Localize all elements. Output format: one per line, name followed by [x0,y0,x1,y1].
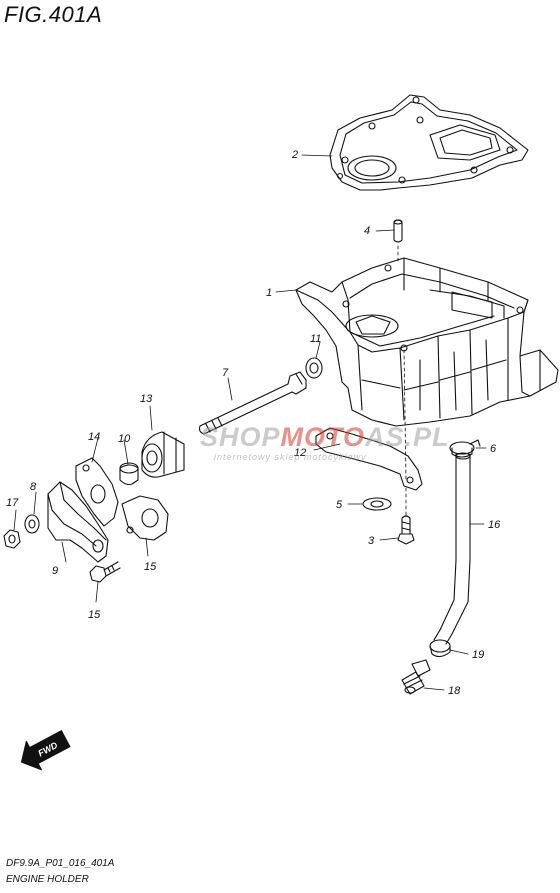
watermark-logo: SHOPMOTOAS.PL [200,422,450,453]
part-17-nut [3,529,21,549]
callout-13: 12 [294,447,306,459]
part-1-engine-holder [295,257,559,427]
callout-16: 15 [88,609,101,621]
callout-8: 7 [222,367,229,379]
callout-4: 4 [364,225,370,237]
part-7-hose-clip [449,439,481,458]
part-15-bracket-plate-upper [75,457,119,527]
part-15-bracket-plate-lower [121,495,169,541]
callout-15-lower: 15 [144,561,157,573]
callout-14: 13 [140,393,153,405]
part-16-bolt [89,561,121,583]
callout-19: 19 [472,649,484,661]
leader-lines [13,154,487,691]
part-3-bolt [397,515,415,545]
callout-2: 2 [291,149,298,161]
callout-6: 16 [488,519,501,531]
part-9-washer [24,514,40,534]
figure-title: FIG.401A [4,2,103,27]
callout-labels: 2 4 1 11 7 13 14 10 8 17 9 15 15 12 5 3 … [6,149,501,697]
figure-code: DF9.9A_P01_016_401A [6,858,115,869]
part-2-gasket [329,94,529,191]
callout-5: 5 [336,499,343,511]
part-12-washer [305,357,323,379]
part-19-hose-clip [429,639,451,658]
watermark-brand-part3: AS.PL [365,422,450,452]
callout-7: 6 [490,443,497,455]
part-18-fitting [401,659,431,695]
fwd-direction-badge: FWD [20,730,71,771]
watermark-brand-part1: SHOP [200,422,281,452]
watermark-brand-part2: MOTO [280,422,366,452]
part-5-washer [362,497,392,511]
callout-11: 10 [118,433,131,445]
part-10-bracket-clamp [47,481,109,563]
callout-3: 3 [368,535,375,547]
figure-name: ENGINE HOLDER [6,874,89,885]
callout-10: 9 [52,565,58,577]
callout-15-upper: 14 [88,431,100,443]
callout-9: 8 [30,481,37,493]
watermark-tagline: internetowy sklep motocyklowy [214,452,367,462]
part-14-rubber-mount [141,431,185,478]
part-4-dowel-pin [393,219,403,243]
part-13-stay-plate [315,427,423,491]
callout-18: 18 [448,685,461,697]
callout-1: 1 [266,287,272,299]
part-11-collar [119,462,139,486]
callout-17: 17 [6,497,19,509]
part-8-long-bolt [198,371,307,435]
part-6-hose [433,452,471,645]
callout-12: 11 [310,333,321,345]
